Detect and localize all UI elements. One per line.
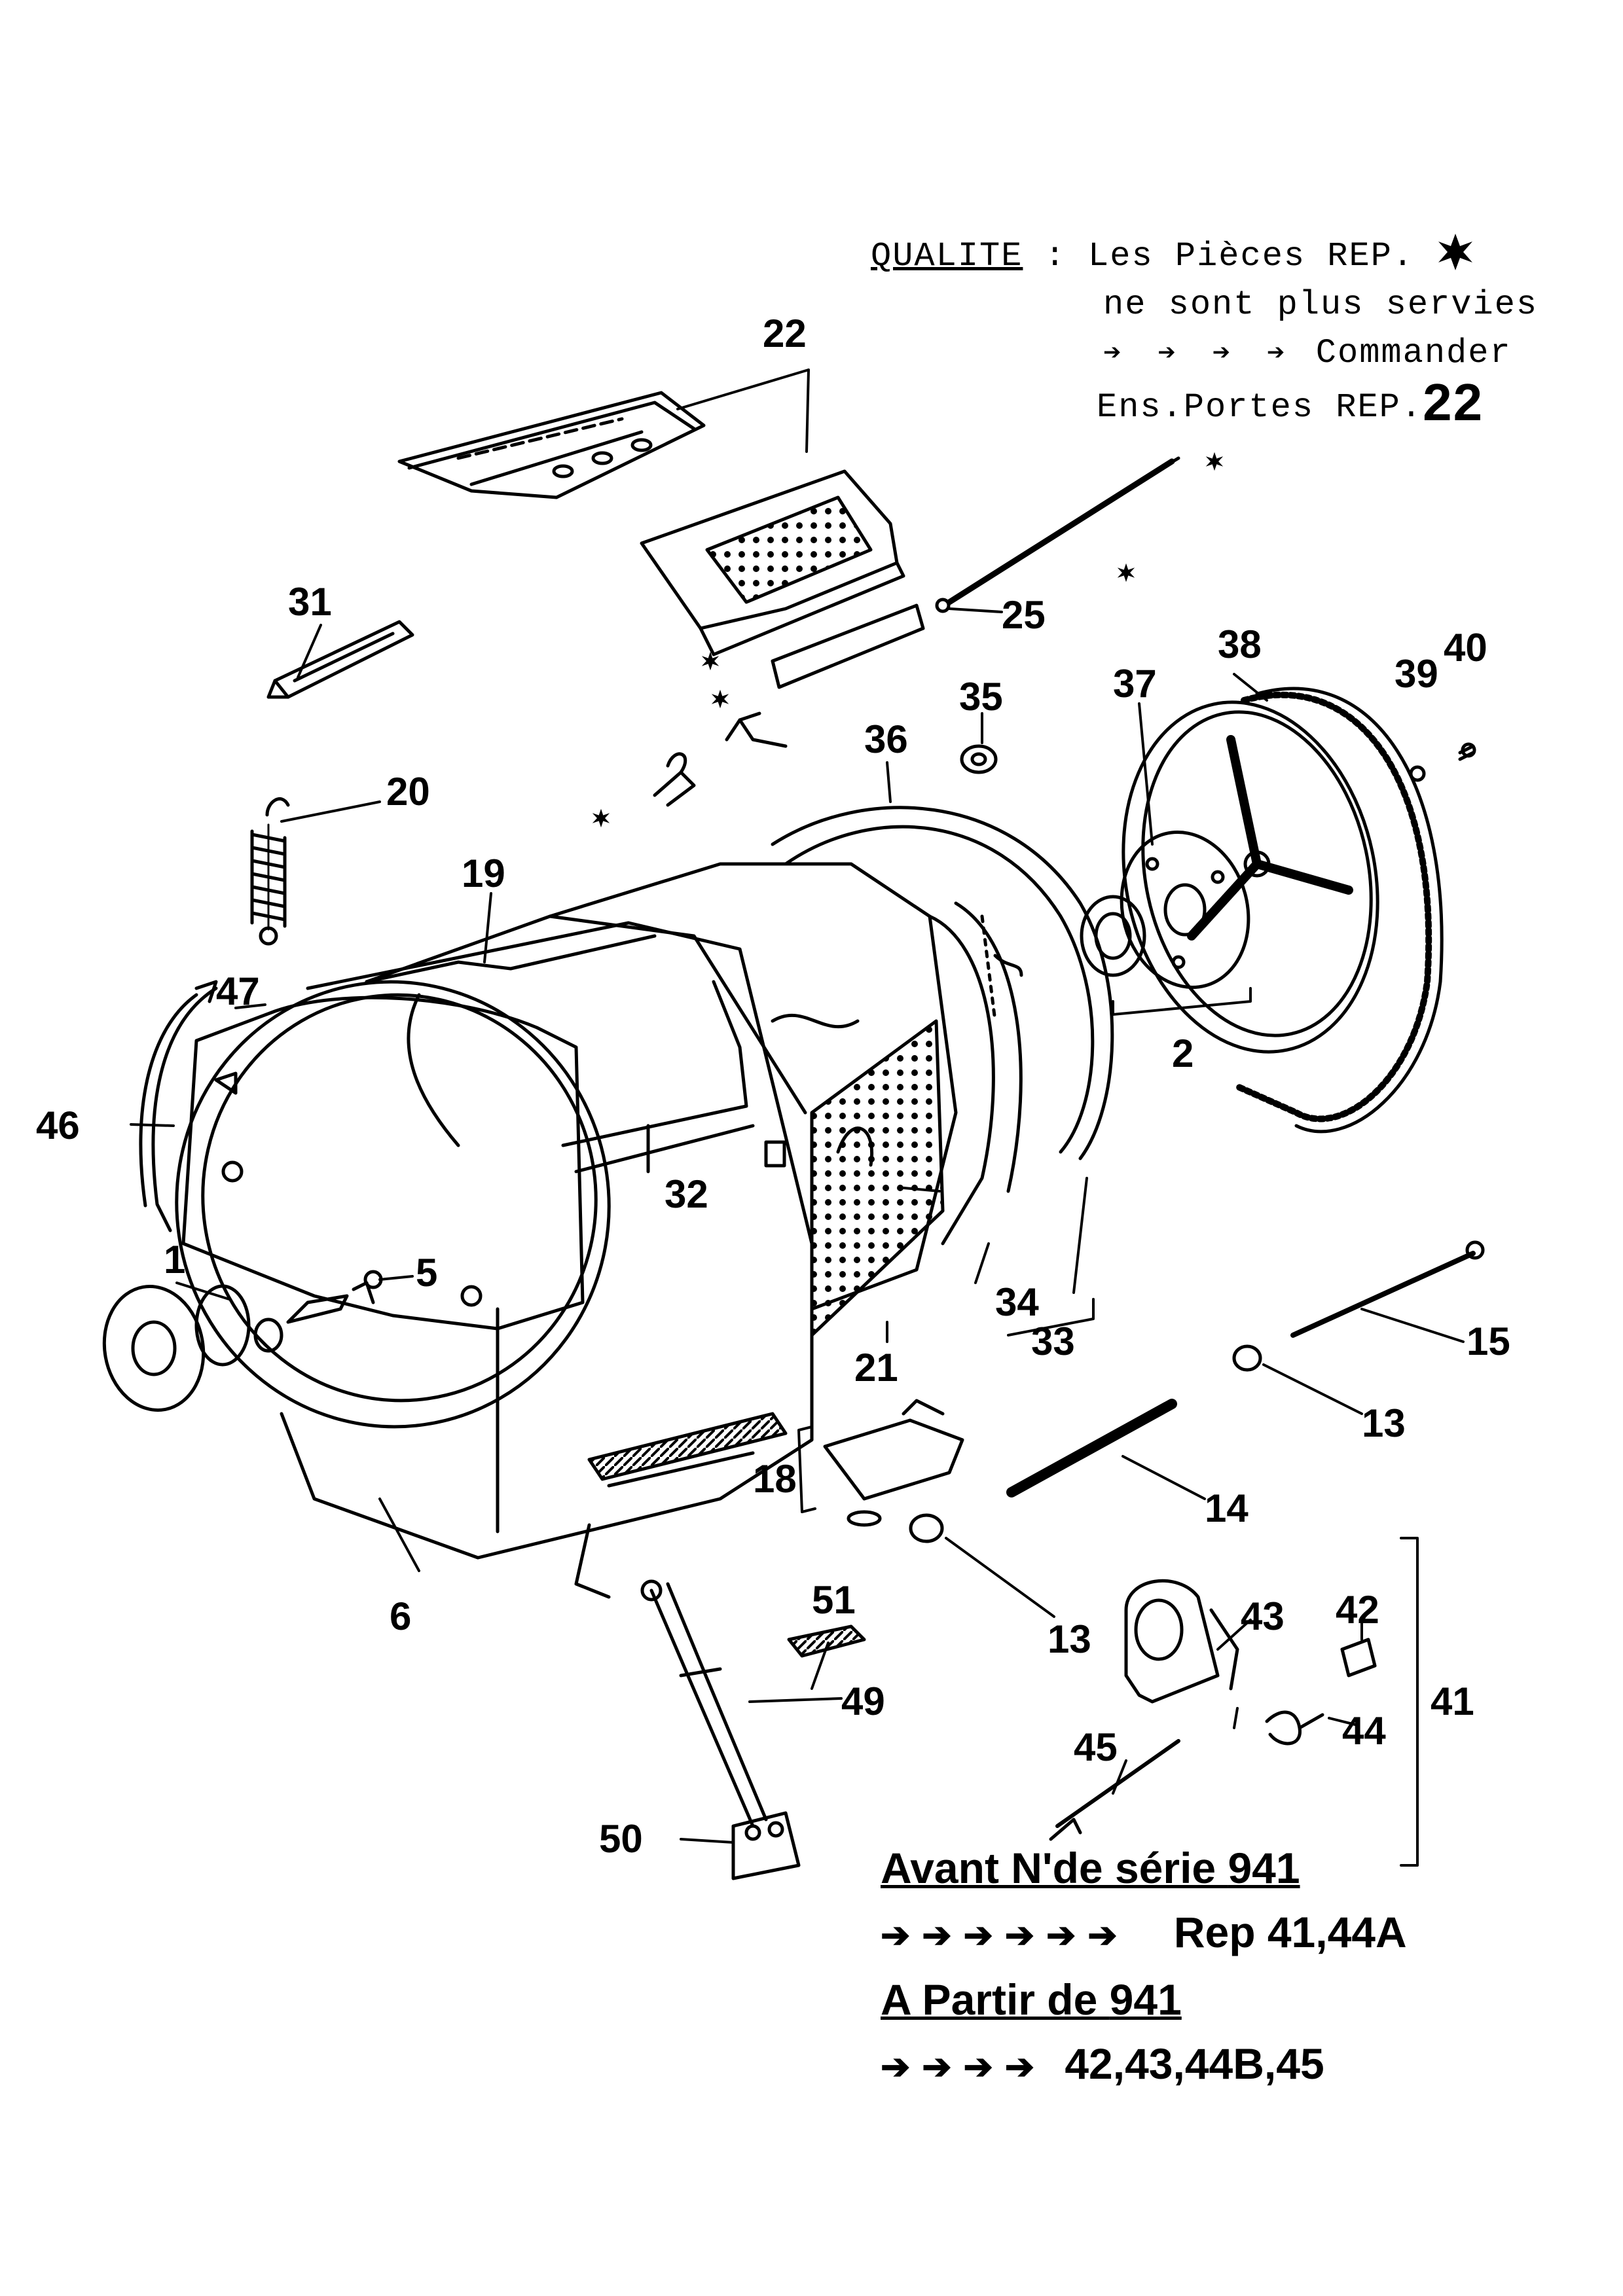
serial-from-refs: 42,43,44B,45 <box>1065 2039 1324 2088</box>
bracket-18 <box>823 1399 964 1527</box>
serial-before-refs-line: ➔➔➔➔➔➔ Rep 41,44A <box>881 1900 1407 1967</box>
serial-before-number: 941 <box>1228 1844 1300 1892</box>
door-panel-front <box>640 469 925 689</box>
label-45: 45 <box>1074 1725 1118 1769</box>
bolts-39-40 <box>1409 742 1476 782</box>
label-18: 18 <box>753 1457 797 1501</box>
foot-bracket-50 <box>731 1811 801 1880</box>
outer-tub <box>175 921 814 1599</box>
label-35: 35 <box>959 675 1003 719</box>
hinge-rod <box>935 456 1180 613</box>
inner-drum <box>365 862 958 1337</box>
nut-13b <box>909 1513 944 1543</box>
bearing-assembly <box>102 1270 383 1412</box>
quality-note: QUALITE : Les Pièces REP. ne sont plus s… <box>871 232 1538 432</box>
quality-label: QUALITE <box>871 237 1023 276</box>
clip-42 <box>1340 1638 1377 1677</box>
label-22: 22 <box>763 312 807 355</box>
serial-before-prefix: Avant N'de série <box>881 1844 1228 1892</box>
quality-line1-text: : Les Pièces REP. <box>1023 237 1415 276</box>
label-31: 31 <box>288 580 332 624</box>
label-13a: 13 <box>1362 1401 1406 1445</box>
quality-line-3: ➔ ➔ ➔ ➔ Commander <box>871 329 1538 378</box>
serial-from-refs-line: ➔➔➔➔ 42,43,44B,45 <box>881 2032 1407 2099</box>
group-brackets <box>797 987 1419 1867</box>
label-15: 15 <box>1467 1319 1510 1363</box>
drive-belt <box>1234 687 1444 1134</box>
star-burst-icon <box>1438 234 1473 270</box>
label-41: 41 <box>1431 1679 1474 1723</box>
label-46: 46 <box>36 1103 80 1147</box>
label-19: 19 <box>462 852 505 895</box>
arrow-icons-from: ➔➔➔➔ <box>881 2047 1046 2087</box>
quality-line4-ref: 22 <box>1423 373 1484 431</box>
discontinued-markers <box>592 452 1224 828</box>
quality-line4-prefix: Ens.Portes REP. <box>1097 388 1423 427</box>
quality-line-1: QUALITE : Les Pièces REP. <box>871 232 1538 281</box>
label-2: 2 <box>1172 1031 1194 1075</box>
rear-ring <box>771 806 1114 1246</box>
serial-from-text: A Partir de 941 <box>881 1975 1182 2024</box>
label-5: 5 <box>416 1251 437 1295</box>
shock-absorber-49 <box>640 1579 768 1828</box>
label-6: 6 <box>390 1594 411 1638</box>
door-clips <box>653 711 788 807</box>
quality-line-2: ne sont plus servies <box>1103 285 1539 324</box>
label-42: 42 <box>1336 1588 1379 1632</box>
label-40: 40 <box>1444 626 1487 670</box>
long-bolt-15 <box>1290 1240 1485 1338</box>
arrow-icons-before: ➔➔➔➔➔➔ <box>881 1916 1129 1955</box>
quality-line-4: Ens.Portes REP.22 <box>871 376 1538 432</box>
part-51 <box>787 1624 866 1658</box>
door-panel-top <box>397 391 706 499</box>
arrow-icons: ➔ ➔ ➔ ➔ <box>1103 337 1294 371</box>
serial-before-text: Avant N'de série 941 <box>881 1844 1300 1892</box>
serial-before-refs: Rep 41,44A <box>1173 1908 1407 1956</box>
label-34: 34 <box>995 1280 1039 1324</box>
bracket-31 <box>266 620 414 699</box>
drum-pulley-38 <box>1122 700 1379 1054</box>
label-39: 39 <box>1395 652 1438 696</box>
spring-20 <box>250 797 290 946</box>
label-44: 44 <box>1342 1709 1386 1753</box>
leader-lines <box>130 368 1465 1844</box>
label-14: 14 <box>1205 1486 1249 1530</box>
label-33: 33 <box>1031 1319 1075 1363</box>
label-32: 32 <box>665 1172 708 1216</box>
label-51: 51 <box>812 1578 856 1622</box>
label-25: 25 <box>1002 593 1046 637</box>
label-38: 38 <box>1218 622 1262 666</box>
label-1: 1 <box>164 1238 185 1282</box>
part-labels: 22 25 31 35 37 38 39 40 36 20 19 47 46 2… <box>36 312 1510 1861</box>
serial-from-prefix: A Partir de <box>881 1975 1110 2024</box>
motor-mount-43 <box>1124 1579 1239 1704</box>
serial-note: Avant N'de série 941 ➔➔➔➔➔➔ Rep 41,44A A… <box>881 1836 1407 2099</box>
serial-from-line: A Partir de 941 <box>881 1967 1407 2032</box>
serial-from-number: 941 <box>1109 1975 1182 2024</box>
nut-13a <box>1232 1344 1262 1372</box>
serial-before-line: Avant N'de série 941 <box>881 1836 1407 1900</box>
spring-44 <box>1265 1710 1324 1746</box>
label-49: 49 <box>841 1679 885 1723</box>
label-36: 36 <box>864 717 908 761</box>
tub-cover-47 <box>181 996 585 1331</box>
shaft-14 <box>1006 1399 1177 1498</box>
label-43: 43 <box>1241 1594 1285 1638</box>
label-20: 20 <box>386 770 430 814</box>
quality-line3-text: Commander <box>1294 334 1512 372</box>
pulley-assembly <box>1080 831 1250 989</box>
label-37: 37 <box>1113 662 1157 706</box>
label-47: 47 <box>216 969 260 1013</box>
label-50: 50 <box>599 1817 643 1861</box>
label-13b: 13 <box>1048 1617 1091 1661</box>
clamp-ring-46 <box>139 980 218 1232</box>
bearing-cap-35 <box>960 744 998 774</box>
label-21: 21 <box>854 1346 898 1390</box>
